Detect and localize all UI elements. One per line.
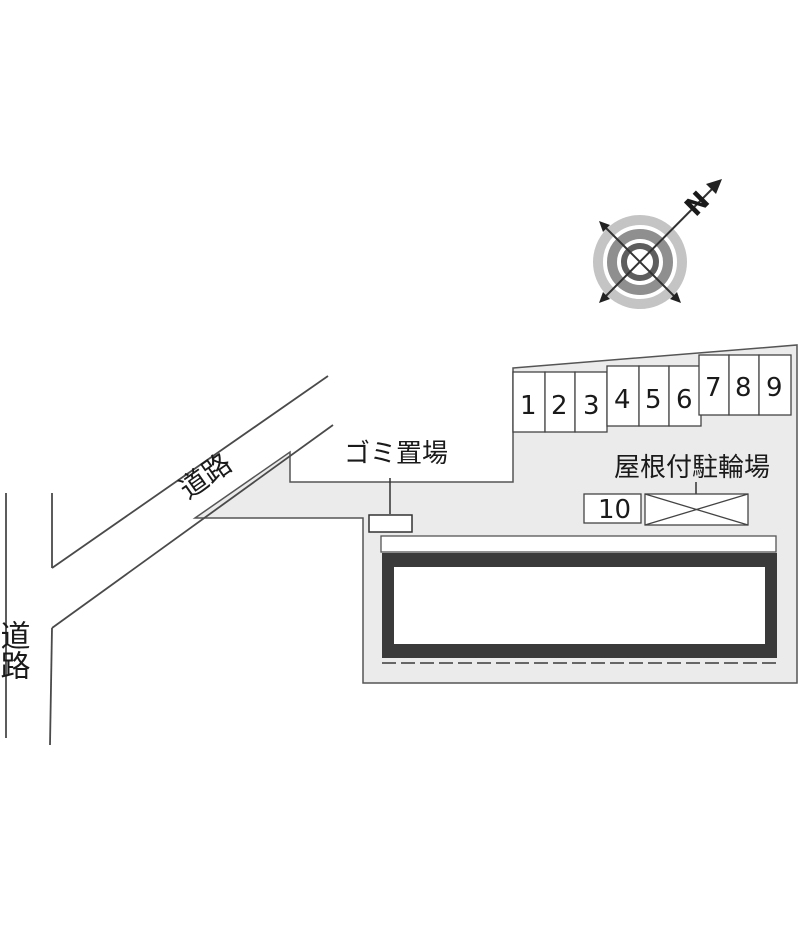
parking-space-9 xyxy=(758,354,792,416)
parking-space-number-6: 6 xyxy=(676,385,693,415)
parking-space-10 xyxy=(583,493,642,524)
vertical-road: 道路 xyxy=(0,493,53,746)
parking-space-7 xyxy=(698,354,730,416)
parking-space-number-5: 5 xyxy=(645,385,662,415)
parking-space-2 xyxy=(544,371,576,433)
parking-space-number-3: 3 xyxy=(583,391,600,421)
parking-space-number-8: 8 xyxy=(735,373,752,403)
vertical-road-label: 道路 xyxy=(0,620,30,680)
parking-space-number-1: 1 xyxy=(520,391,537,421)
parking-space-number-4: 4 xyxy=(614,385,631,415)
garbage-area-label: ゴミ置場 xyxy=(344,439,448,469)
bicycle-parking-label: 屋根付駐輪場 xyxy=(614,453,770,483)
parking-space-8 xyxy=(728,354,760,416)
compass-icon: N xyxy=(593,179,722,309)
parking-space-number-7: 7 xyxy=(705,373,722,403)
garbage-area-box xyxy=(368,514,413,533)
parking-spaces: 1 2 3 4 5 6 7 8 9 xyxy=(512,354,792,433)
parking-space-3 xyxy=(574,371,608,433)
parking-space-1 xyxy=(512,371,546,433)
parking-space-4 xyxy=(606,365,640,427)
bicycle-parking-box xyxy=(644,493,749,526)
parking-space-number-2: 2 xyxy=(551,391,568,421)
building xyxy=(380,535,777,664)
parking-space-number-9: 9 xyxy=(766,373,783,403)
parking-space-number-10: 10 xyxy=(598,495,631,525)
parking-space-6 xyxy=(668,365,702,427)
